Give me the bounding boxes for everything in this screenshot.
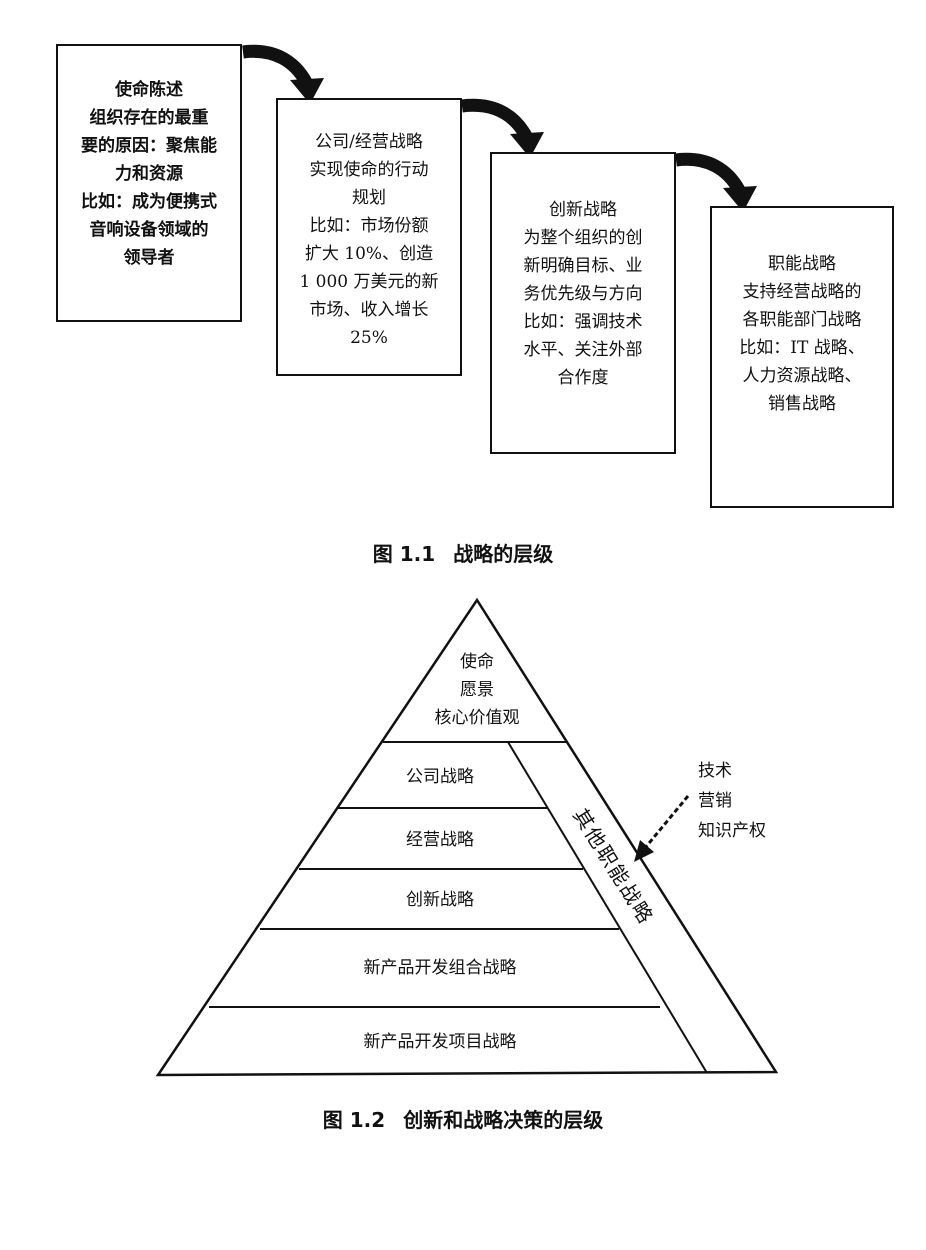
- box-corporate-line: 规划: [352, 188, 386, 208]
- dashed-input-arrow: [634, 795, 690, 862]
- box-mission-line: 比如：成为便携式: [81, 192, 217, 212]
- box-mission-line: 要的原因：聚焦能: [81, 136, 217, 156]
- box-corporate-line: 实现使命的行动: [309, 160, 429, 180]
- box-functional-line: 支持经营战略的: [742, 282, 862, 302]
- box-mission-line: 使命陈述: [115, 80, 183, 100]
- curved-arrow-2: [461, 98, 544, 158]
- figure2-caption-text: 创新和战略决策的层级: [403, 1108, 604, 1132]
- box-innovation-strategy: 创新战略 为整个组织的创 新明确目标、业 务优先级与方向 比如：强调技术 水平、…: [490, 152, 676, 454]
- box-mission-line: 音响设备领域的: [89, 220, 209, 240]
- curved-arrow-1: [242, 44, 324, 104]
- box-corporate-strategy: 公司/经营战略 实现使命的行动 规划 比如：市场份额 扩大 10%、创造 1 0…: [276, 98, 462, 376]
- pyramid-apex: 使命 愿景 核心价值观: [377, 648, 577, 732]
- input-ip: 知识产权: [698, 821, 766, 841]
- box-corporate-line: 市场、收入增长: [309, 300, 429, 320]
- figure1-arrows: [242, 44, 757, 212]
- box-mission-line: 组织存在的最重: [89, 108, 209, 128]
- side-band-boundary: [507, 741, 708, 1074]
- external-inputs: 技术 营销 知识产权: [698, 756, 766, 846]
- pyramid-outline: [155, 597, 779, 1077]
- curved-arrow-3: [675, 152, 757, 212]
- figure2-caption-number: 图 1.2: [322, 1108, 386, 1132]
- pyramid-level-npd-project: 新产品开发项目战略: [363, 1032, 517, 1052]
- box-innovation-line: 合作度: [557, 368, 609, 388]
- box-corporate-line: 1 000 万美元的新: [299, 272, 439, 292]
- box-corporate-line: 公司/经营战略: [315, 132, 423, 152]
- pyramid-level-innovation: 创新战略: [406, 890, 474, 910]
- box-functional-strategy: 职能战略 支持经营战略的 各职能部门战略 比如：IT 战略、 人力资源战略、 销…: [710, 206, 894, 508]
- box-functional-line: 比如：IT 战略、: [739, 338, 865, 358]
- box-functional-line: 销售战略: [768, 394, 836, 414]
- box-innovation-line: 为整个组织的创: [523, 228, 643, 248]
- box-innovation-line: 务优先级与方向: [523, 284, 643, 304]
- pyramid-level-business: 经营战略: [406, 830, 474, 850]
- box-mission-line: 力和资源: [115, 164, 183, 184]
- apex-line: 使命: [460, 652, 494, 672]
- pyramid-level-corporate: 公司战略: [406, 767, 474, 787]
- box-functional-line: 职能战略: [768, 254, 836, 274]
- box-mission: 使命陈述 组织存在的最重 要的原因：聚焦能 力和资源 比如：成为便携式 音响设备…: [56, 44, 242, 322]
- box-innovation-line: 比如：强调技术: [523, 312, 643, 332]
- figure1-caption-number: 图 1.1: [372, 542, 436, 566]
- box-functional-line: 人力资源战略、: [742, 366, 862, 386]
- box-innovation-line: 水平、关注外部: [523, 340, 643, 360]
- pyramid-level-npd-portfolio: 新产品开发组合战略: [363, 958, 517, 978]
- apex-line: 愿景: [460, 680, 494, 700]
- figure1-caption: 图 1.1 战略的层级: [0, 538, 926, 567]
- box-functional-line: 各职能部门战略: [742, 310, 862, 330]
- input-marketing: 营销: [698, 791, 732, 811]
- figure2-caption: 图 1.2 创新和战略决策的层级: [0, 1104, 926, 1133]
- input-technology: 技术: [698, 761, 732, 781]
- box-corporate-line: 扩大 10%、创造: [304, 244, 434, 264]
- box-innovation-line: 创新战略: [549, 200, 617, 220]
- apex-line: 核心价值观: [434, 708, 520, 728]
- figure1-caption-text: 战略的层级: [453, 542, 554, 566]
- box-corporate-line: 比如：市场份额: [309, 216, 429, 236]
- box-mission-line: 领导者: [123, 248, 175, 268]
- box-corporate-line: 25%: [350, 328, 388, 348]
- box-innovation-line: 新明确目标、业: [523, 256, 643, 276]
